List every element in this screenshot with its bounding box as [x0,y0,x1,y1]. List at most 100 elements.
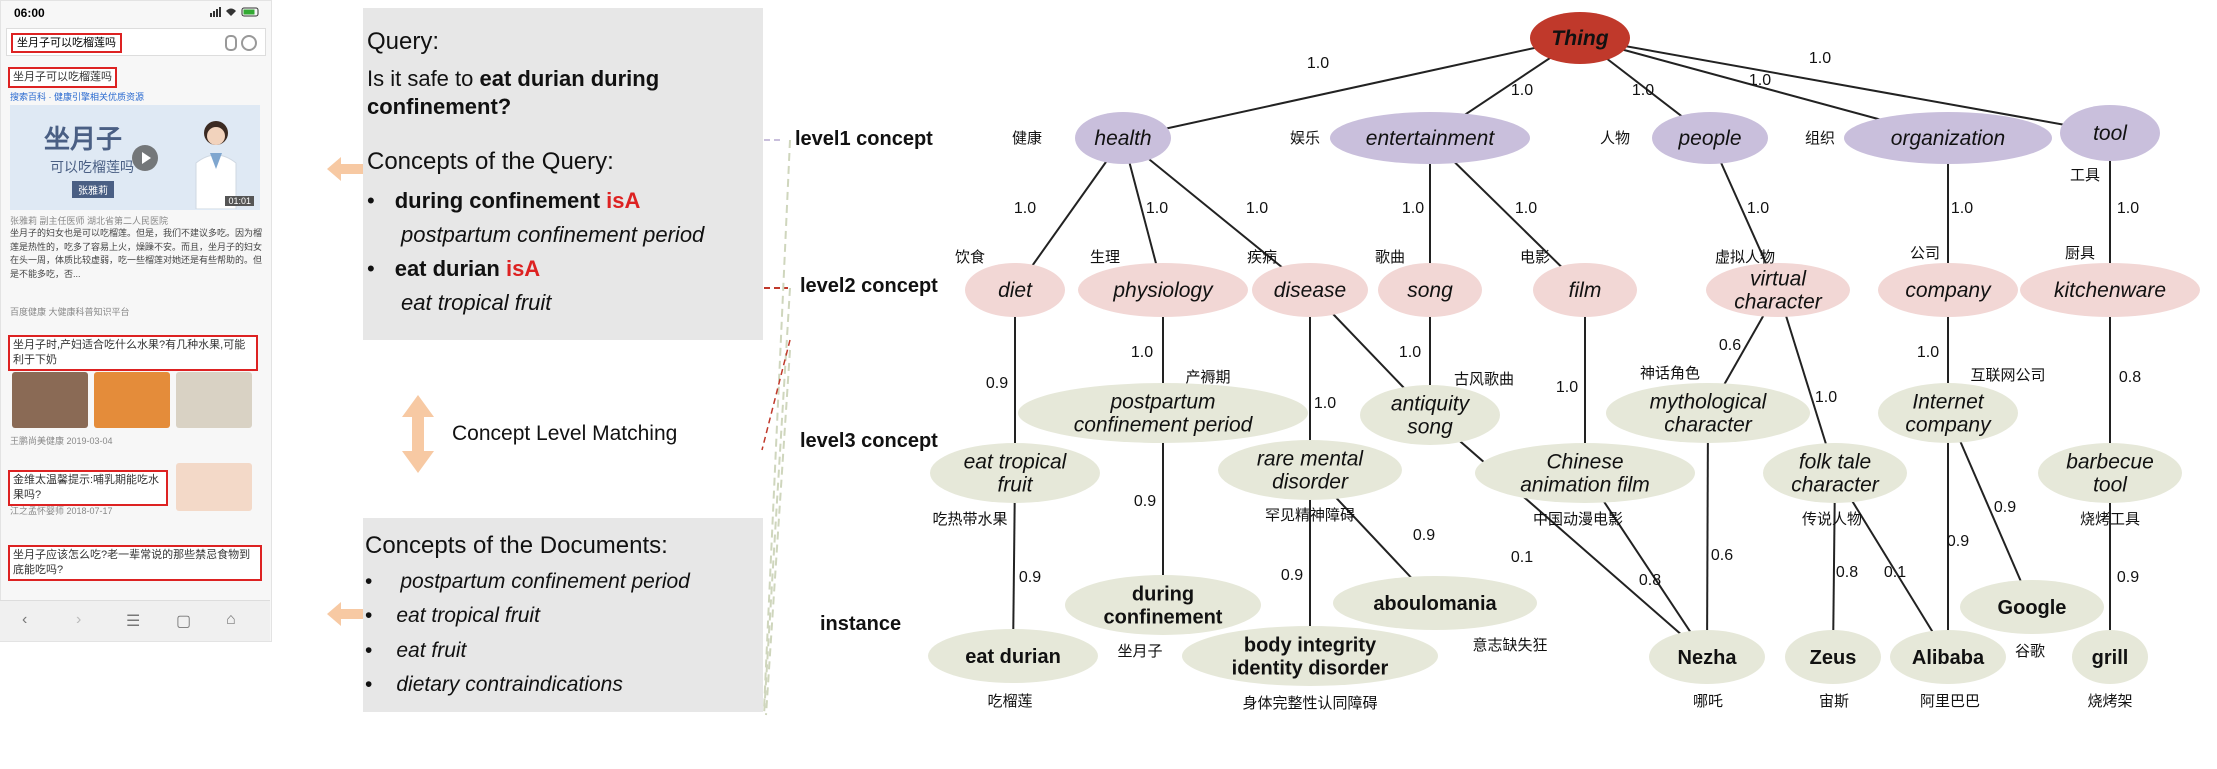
forward-icon[interactable]: › [76,611,82,628]
edge-weight-antiquity-nezha: 0.1 [1511,549,1533,566]
result2-image-2 [94,372,170,428]
bullet1-term: during confinement [394,188,607,213]
node-label-alibaba: Alibaba [1912,647,1985,669]
node-tool: tool [2060,105,2160,161]
edge-weight-mythological-nezha: 0.6 [1711,547,1733,564]
matching-label: Concept Level Matching [452,422,678,445]
documents-panel: Concepts of the Documents: •postpartum c… [363,518,763,712]
bullet1-concept: postpartum confinement period [401,222,705,247]
node-nezha: Nezha [1649,630,1765,684]
node-zh-antiquity: 古风歌曲 [1454,370,1514,388]
node-label-thing: Thing [1551,27,1608,50]
node-shape-physiology [1078,263,1248,317]
node-shape-thing [1530,12,1630,64]
tabs-icon[interactable]: ▢ [176,613,192,630]
edge-weight-barbecue-grill: 0.9 [2117,569,2139,586]
node-company: company [1878,263,2018,317]
docs-to-phone-arrow [327,602,363,626]
result4-title[interactable]: 坐月子应该怎么吃?老一辈常说的那些禁忌食物到底能吃吗? [8,545,262,581]
edge-weight-rare-body: 0.9 [1281,567,1303,584]
search-bar[interactable]: 坐月子可以吃榴莲吗 [6,28,266,56]
query-question: Is it safe to eat durian during [367,66,757,92]
thumb-title: 坐月子 [44,124,123,154]
node-label-durian: eat durian [965,646,1061,668]
node-entertainment: entertainment [1330,112,1530,164]
signal-battery-icon [210,7,259,17]
node-zh-chinese: 中国动漫电影 [1533,510,1623,528]
node-zh-postpartum: 产褥期 [1185,368,1230,386]
node-zh-alibaba: 阿里巴巴 [1920,692,1980,710]
node-alibaba: Alibaba [1890,630,2006,684]
edge-weight-tool-kitchenware: 1.0 [2117,200,2139,217]
node-shape-zeus [1785,630,1881,684]
source-line: 百度健康 大健康科普知识平台 [10,307,130,317]
edge-weight-entertainment-song: 1.0 [1402,200,1424,217]
node-disease: disease [1252,263,1368,317]
search-input[interactable]: 坐月子可以吃榴莲吗 [11,33,122,53]
back-icon[interactable]: ‹ [22,611,28,628]
edge-weight-health-physiology: 1.0 [1146,200,1168,217]
node-film: film [1533,263,1637,317]
node-label-zeus: Zeus [1810,647,1857,669]
microphone-icon[interactable] [225,35,237,51]
result3-title[interactable]: 金维太温馨提示:哺乳期能吃水果吗? [8,470,168,506]
edge-weight-diet-tropical: 0.9 [986,375,1008,392]
node-shape-song [1378,263,1482,317]
video-thumbnail[interactable]: 坐月子 可以吃榴莲吗 张雅莉 01:01 [10,105,260,210]
edge-chinese-nezha [1584,472,1708,658]
bottom-nav-bar: ‹ › ☰ ▢ ⌂ [0,600,270,641]
node-zh-zeus: 宙斯 [1819,692,1849,710]
result3-meta: 江之孟怀婴师 2018-07-17 [10,506,113,516]
node-shape-chinese [1475,443,1695,503]
edge-weight-folk-alibaba: 0.1 [1884,564,1906,581]
node-shape-disease [1252,263,1368,317]
thumb-duration: 01:01 [225,196,254,206]
node-zh-organization: 组织 [1805,129,1835,147]
menu-icon[interactable]: ☰ [126,613,141,630]
home-icon[interactable]: ⌂ [226,611,236,628]
node-song: song [1378,263,1482,317]
refresh-icon[interactable] [241,35,257,51]
node-label-disease: disease [1274,279,1346,302]
node-shape-health [1075,112,1171,164]
node-label-grill: grill [2092,647,2129,669]
bullet2-rel: isA [505,256,541,281]
edge-folk-zeus [1832,472,1836,658]
node-zh-during: 坐月子 [1117,642,1162,660]
node-shape-internet [1878,383,2018,443]
node-shape-aboulomania [1333,576,1537,630]
node-shape-body [1182,626,1438,686]
query-concepts-heading: Concepts of the Query: [367,148,614,175]
node-shape-folk [1763,443,1907,503]
bullet1-rel: isA [606,188,641,213]
node-shape-entertainment [1330,112,1530,164]
query-to-phone-arrow [327,157,363,181]
edge-weight-people-virtual: 1.0 [1747,200,1769,217]
doc-item-3: •eat fruit [365,639,467,662]
node-shape-kitchenware [2020,263,2200,317]
result1-title[interactable]: 坐月子可以吃榴莲吗 [8,67,117,88]
node-aboulomania: aboulomania [1333,576,1537,630]
result2-meta: 王鹏尚美健康 2019-03-04 [10,436,113,446]
edge-weight-physiology-postpartum: 1.0 [1131,344,1153,361]
node-zh-kitchenware: 厨具 [2065,244,2095,262]
doc-item-4: •dietary contraindications [365,673,623,696]
node-zh-virtual: 虚拟人物 [1715,248,1775,266]
node-shape-during [1065,575,1261,635]
play-icon[interactable] [132,145,158,171]
edge-thing-tool [1579,37,2111,134]
result2-title[interactable]: 坐月子时,产妇适合吃什么水果?有几种水果,可能利于下奶 [8,335,258,371]
node-zh-barbecue: 烧烤工具 [2080,510,2140,528]
